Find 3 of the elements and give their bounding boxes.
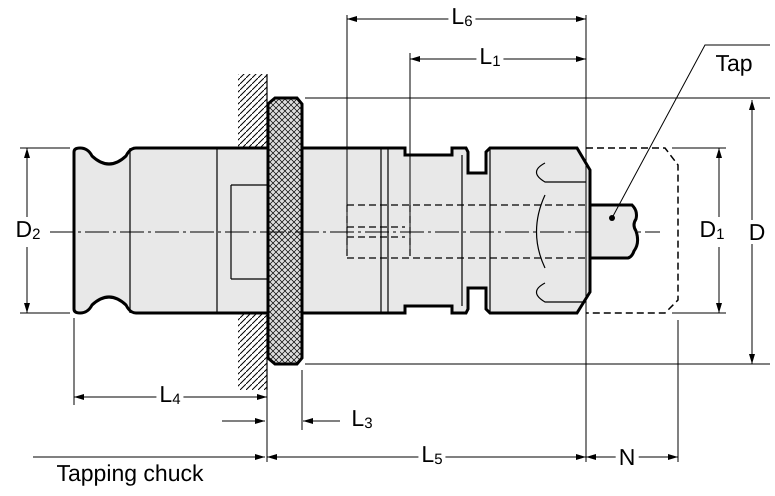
leader-line [609,44,770,221]
caption-text: Tapping chuck [55,461,205,485]
callout-label: Tap [705,47,763,79]
